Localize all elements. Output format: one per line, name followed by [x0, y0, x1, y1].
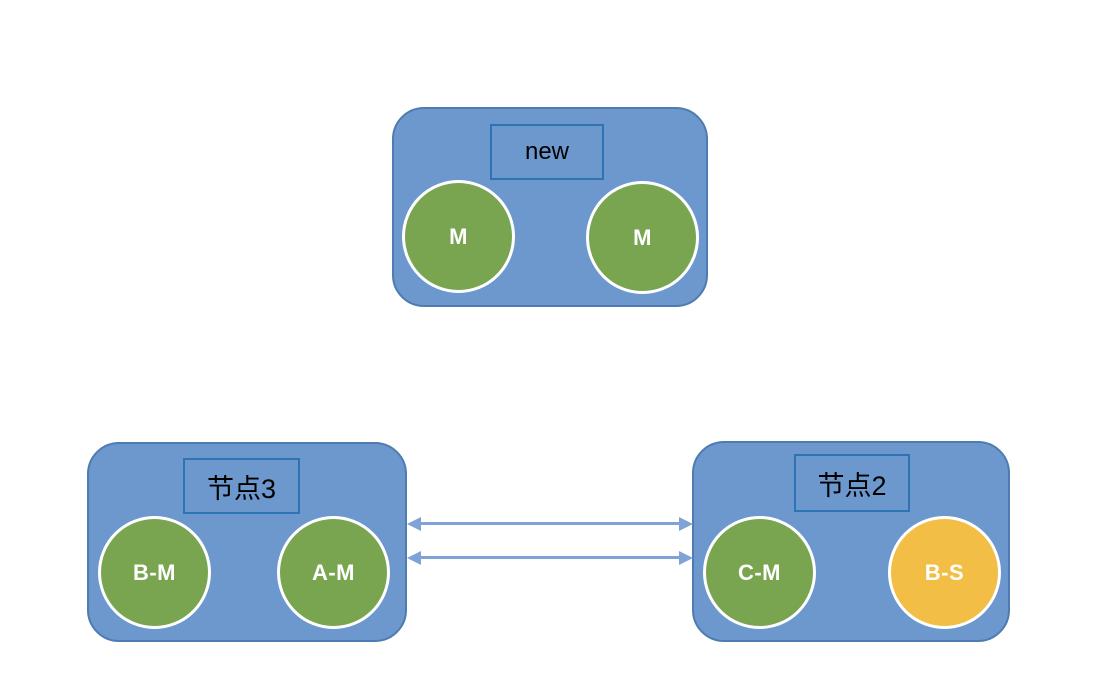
arrow-left-head-icon	[407, 550, 421, 565]
node-2-label: 节点2	[817, 470, 887, 501]
arrow-right-head-icon	[679, 550, 693, 565]
arrow-right-head-icon	[679, 516, 693, 531]
bidirectional-arrow-bottom	[407, 550, 693, 565]
node-new: new M M	[392, 107, 708, 307]
circle-m-left: M	[402, 180, 515, 293]
node-new-label: new	[524, 138, 570, 165]
circle-b-m: B-M	[98, 516, 211, 629]
node-3-label-box: 节点3	[183, 458, 300, 514]
node-new-label-box: new	[490, 124, 604, 180]
node-2: 节点2 C-M B-S	[692, 441, 1010, 642]
bidirectional-arrow-top	[407, 516, 693, 531]
node-3: 节点3 B-M A-M	[87, 442, 407, 642]
circle-c-m: C-M	[703, 516, 816, 629]
node-2-label-box: 节点2	[794, 454, 910, 512]
circle-b-s: B-S	[888, 516, 1001, 629]
circle-m-right: M	[586, 181, 699, 294]
arrow-left-head-icon	[407, 516, 421, 531]
circle-a-m: A-M	[277, 516, 390, 629]
node-3-label: 节点3	[206, 473, 277, 504]
